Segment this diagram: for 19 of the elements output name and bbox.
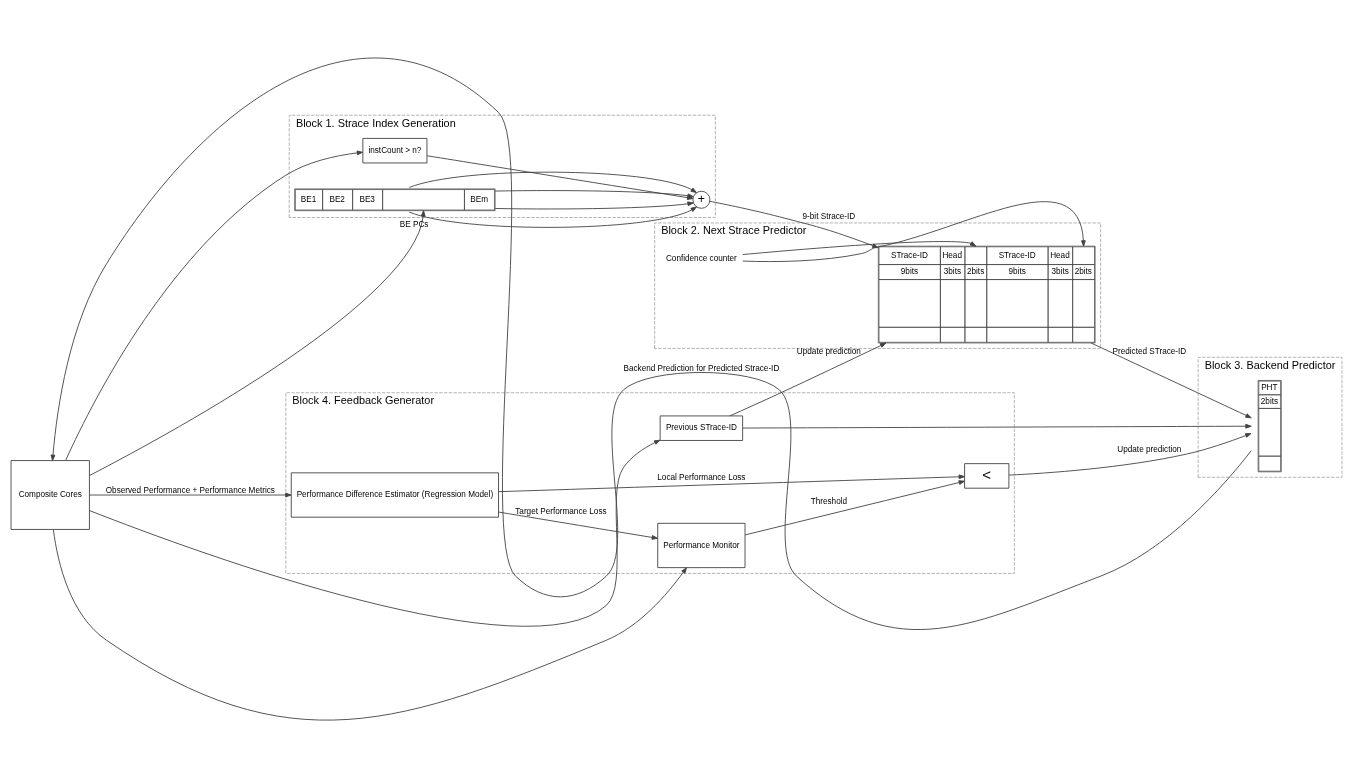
node-circle: + [692, 190, 711, 209]
arrow [1090, 342, 1252, 418]
arrow [742, 200, 1086, 262]
arrow [65, 150, 364, 461]
node-box: < [964, 462, 1010, 489]
arrow [742, 423, 1252, 429]
arrow [1008, 432, 1252, 476]
arrow [408, 206, 697, 228]
arrow [89, 492, 292, 497]
arrow [744, 479, 965, 535]
arrow [498, 473, 965, 492]
arrow [50, 57, 1252, 630]
arrow [89, 439, 661, 626]
arrow [729, 342, 887, 416]
arrow [89, 209, 426, 476]
arrow [52, 528, 687, 720]
arrow [408, 171, 697, 193]
arrow [494, 200, 694, 209]
arrow [498, 511, 659, 540]
